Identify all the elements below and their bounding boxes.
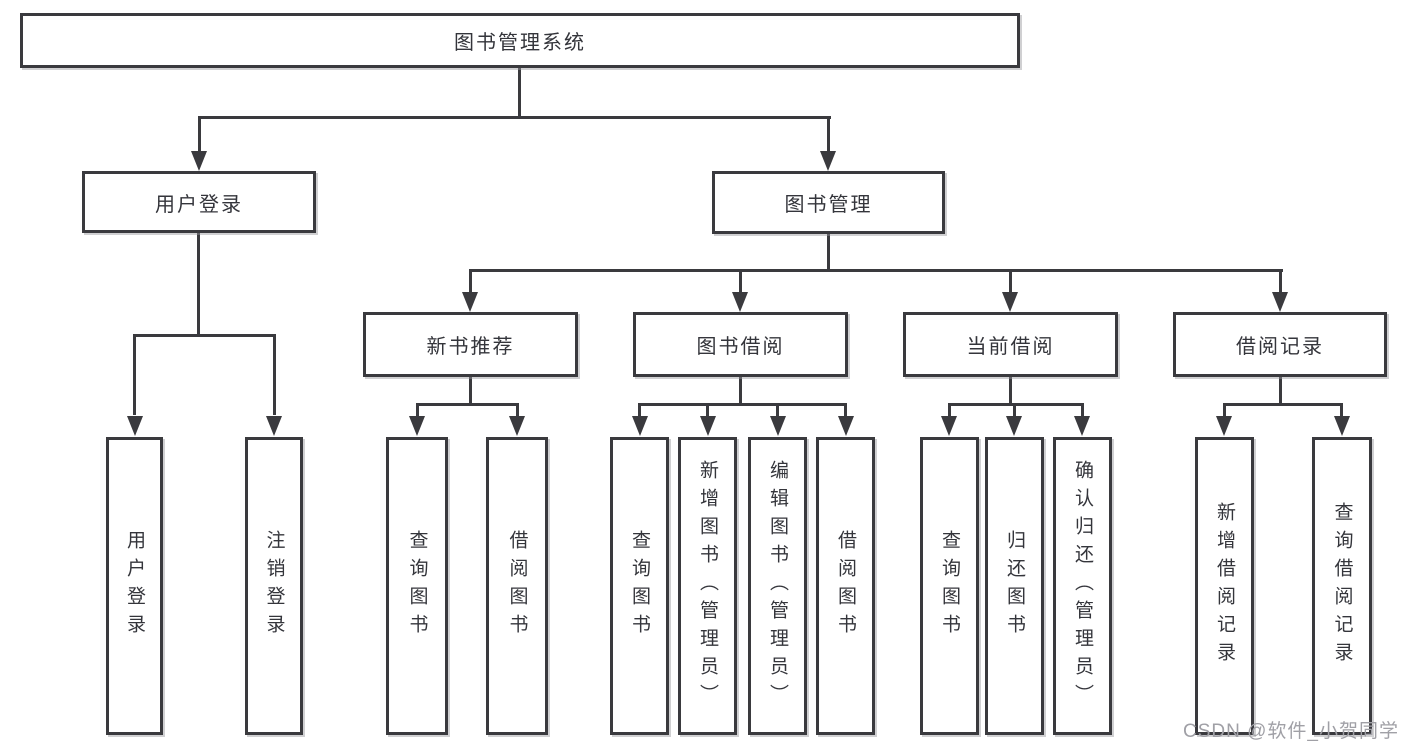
- arrowhead-g2-leaf1: [632, 416, 648, 436]
- connector-g2-leaf2-stub: [706, 403, 709, 417]
- leaf-query-books-borrow: 查询图书: [610, 437, 669, 735]
- leaf-borrow-books-label: 借阅图书: [835, 530, 856, 642]
- node-root: 图书管理系统: [20, 13, 1020, 68]
- arrowhead-g3-leaf3: [1074, 416, 1090, 436]
- leaf-user-login: 用户登录: [106, 437, 163, 735]
- leaf-query-books-current: 查询图书: [920, 437, 979, 735]
- leaf-return-book-label: 归还图书: [1004, 530, 1025, 642]
- arrowhead-g3-leaf1: [941, 416, 957, 436]
- connector-g3-leaf1-stub: [948, 403, 951, 417]
- arrowhead-to-user-login: [191, 151, 207, 171]
- leaf-confirm-return-admin-label: 确认归还（管理员）: [1072, 460, 1093, 712]
- connector-leaf-logout-stub: [273, 334, 276, 415]
- connector-g2-leaf3-stub: [776, 403, 779, 417]
- leaf-return-book: 归还图书: [985, 437, 1044, 735]
- arrowhead-to-book-management: [820, 151, 836, 171]
- arrowhead-to-new-book: [462, 292, 478, 312]
- leaf-logout: 注销登录: [245, 437, 303, 735]
- connector-level2-branch: [469, 269, 1283, 272]
- leaf-edit-book-admin-label: 编辑图书（管理员）: [767, 460, 788, 712]
- leaf-borrow-books-recommend: 借阅图书: [486, 437, 548, 735]
- arrowhead-to-leaf-logout: [266, 416, 282, 436]
- leaf-add-borrow-record-label: 新增借阅记录: [1214, 502, 1235, 670]
- node-book-management: 图书管理: [712, 171, 945, 234]
- connector-current-borrow-trunk: [1009, 377, 1012, 404]
- arrowhead-g1-leaf1: [409, 416, 425, 436]
- connector-borrow-records-branch: [1224, 403, 1343, 406]
- leaf-add-book-admin-label: 新增图书（管理员）: [697, 460, 718, 712]
- leaf-logout-label: 注销登录: [263, 530, 285, 642]
- node-current-borrow: 当前借阅: [903, 312, 1118, 377]
- leaf-query-books-borrow-label: 查询图书: [629, 530, 650, 642]
- connector-current-borrow-stub: [1009, 269, 1012, 292]
- connector-level1-branch: [198, 116, 831, 119]
- connector-current-borrow-branch: [949, 403, 1084, 406]
- arrowhead-to-current-borrow: [1002, 292, 1018, 312]
- leaf-edit-book-admin: 编辑图书（管理员）: [748, 437, 807, 735]
- arrowhead-to-book-borrow: [732, 292, 748, 312]
- connector-user-login-stub: [198, 116, 201, 151]
- connector-leaf-user-login-stub: [133, 334, 136, 415]
- leaf-query-borrow-record-label: 查询借阅记录: [1331, 502, 1353, 670]
- arrowhead-to-leaf-user-login: [127, 416, 143, 436]
- connector-borrow-records-stub: [1279, 269, 1282, 292]
- connector-user-login-branch: [133, 334, 276, 337]
- connector-book-borrow-stub: [739, 269, 742, 292]
- arrowhead-g2-leaf3: [770, 416, 786, 436]
- leaf-query-books-recommend-label: 查询图书: [406, 530, 428, 642]
- arrowhead-to-borrow-records: [1272, 292, 1288, 312]
- connector-g2-leaf1-stub: [638, 403, 641, 417]
- leaf-query-books-current-label: 查询图书: [939, 530, 960, 642]
- connector-g4-leaf1-stub: [1223, 403, 1226, 417]
- leaf-add-book-admin: 新增图书（管理员）: [678, 437, 737, 735]
- connector-g2-leaf4-stub: [844, 403, 847, 417]
- arrowhead-g2-leaf2: [700, 416, 716, 436]
- leaf-user-login-label: 用户登录: [124, 530, 145, 642]
- connector-book-borrow-trunk: [739, 377, 742, 404]
- node-user-login: 用户登录: [82, 171, 316, 233]
- connector-new-book-branch: [416, 403, 519, 406]
- node-book-borrow: 图书借阅: [633, 312, 848, 377]
- node-new-book-recommend: 新书推荐: [363, 312, 578, 377]
- connector-g3-leaf3-stub: [1081, 403, 1084, 417]
- connector-root-trunk: [518, 68, 521, 117]
- arrowhead-g2-leaf4: [838, 416, 854, 436]
- connector-new-book-stub: [469, 269, 472, 292]
- leaf-borrow-books: 借阅图书: [816, 437, 875, 735]
- connector-new-book-trunk: [469, 377, 472, 404]
- connector-borrow-records-trunk: [1279, 377, 1282, 404]
- connector-book-management-trunk: [827, 234, 830, 270]
- connector-g1-leaf1-stub: [416, 403, 419, 417]
- leaf-confirm-return-admin: 确认归还（管理员）: [1053, 437, 1112, 735]
- leaf-add-borrow-record: 新增借阅记录: [1195, 437, 1254, 735]
- arrowhead-g1-leaf2: [509, 416, 525, 436]
- arrowhead-g4-leaf2: [1334, 416, 1350, 436]
- connector-book-management-stub: [827, 116, 830, 151]
- connector-g1-leaf2-stub: [516, 403, 519, 417]
- leaf-borrow-books-recommend-label: 借阅图书: [506, 530, 528, 642]
- connector-book-borrow-branch: [639, 403, 847, 406]
- arrowhead-g3-leaf2: [1006, 416, 1022, 436]
- connector-user-login-trunk: [197, 233, 200, 335]
- leaf-query-books-recommend: 查询图书: [386, 437, 448, 735]
- node-borrow-records: 借阅记录: [1173, 312, 1387, 377]
- connector-g3-leaf2-stub: [1013, 403, 1016, 417]
- arrowhead-g4-leaf1: [1216, 416, 1232, 436]
- csdn-watermark: CSDN @软件_小贺同学: [1183, 721, 1399, 742]
- leaf-query-borrow-record: 查询借阅记录: [1312, 437, 1372, 735]
- connector-g4-leaf2-stub: [1340, 403, 1343, 417]
